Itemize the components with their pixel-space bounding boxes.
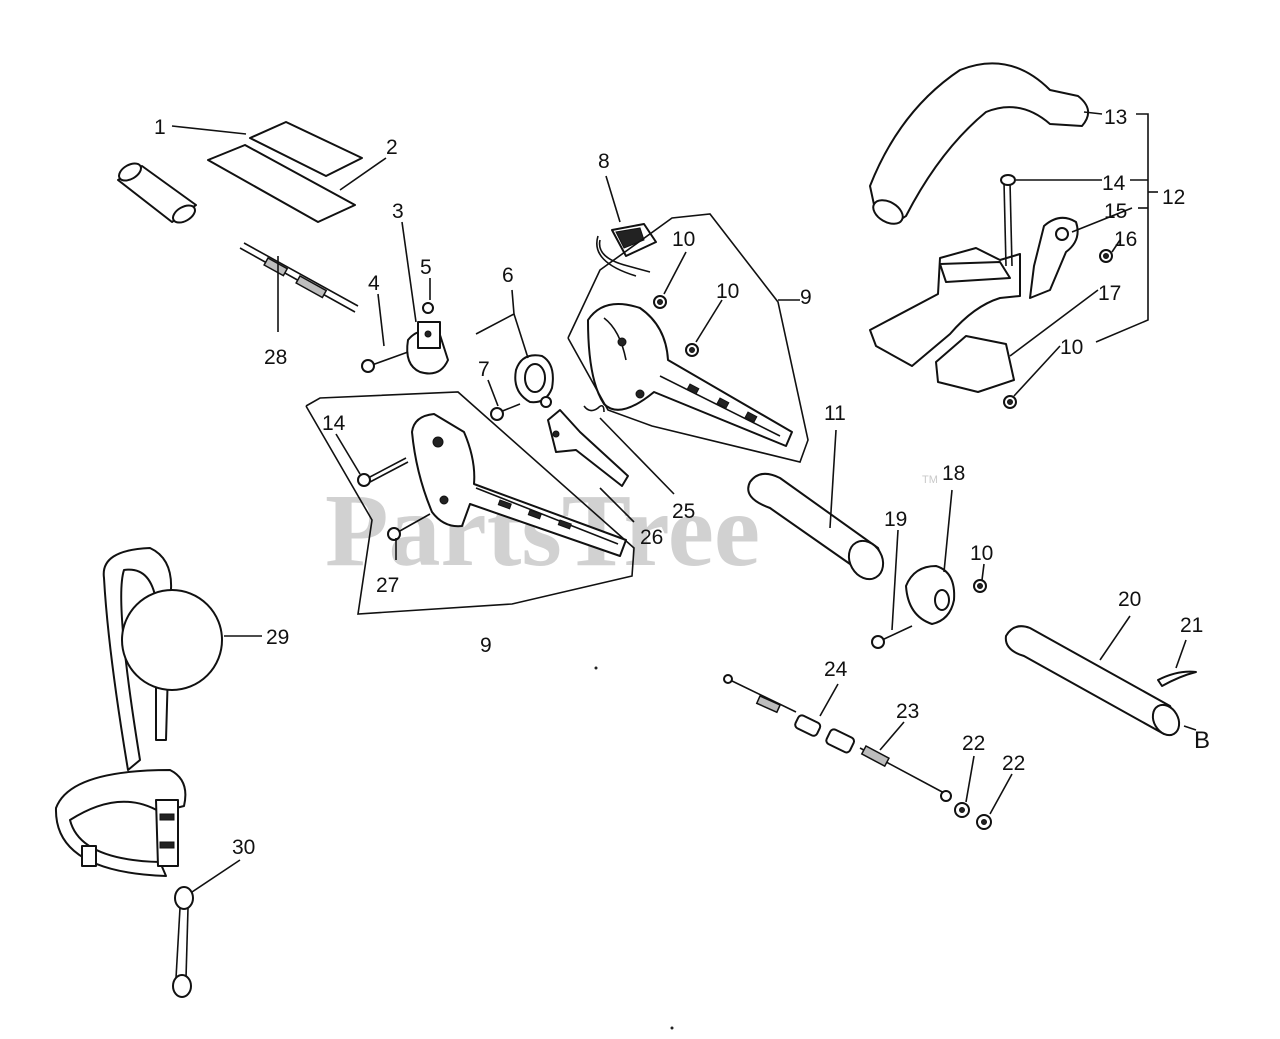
callout-2: 2	[386, 136, 398, 159]
callout-29: 29	[266, 626, 289, 649]
scan-dot	[594, 666, 598, 670]
part-nut-5[interactable]	[422, 302, 434, 314]
callout-B: B	[1194, 727, 1210, 754]
callout-13: 13	[1104, 106, 1127, 129]
callout-14-left: 14	[322, 412, 346, 435]
part-screw-7[interactable]	[490, 403, 521, 421]
callout-18: 18	[942, 462, 965, 485]
part-clip-21[interactable]	[1157, 670, 1197, 687]
part-handlebar-13[interactable]	[869, 62, 1089, 228]
callout-19: 19	[884, 508, 907, 531]
part-screw-19[interactable]	[871, 625, 913, 649]
callout-3: 3	[392, 200, 404, 223]
callout-4: 4	[368, 272, 380, 295]
leader-lines	[171, 111, 1197, 893]
callout-12: 12	[1162, 186, 1185, 209]
scan-dot	[670, 1026, 674, 1030]
part-decal-2[interactable]	[207, 144, 356, 223]
part-clamp-6[interactable]	[514, 354, 554, 408]
part-nut-22a[interactable]	[954, 802, 970, 818]
callout-10-c: 10	[970, 542, 993, 565]
callout-24: 24	[824, 658, 848, 681]
part-bolt-14-right[interactable]	[1000, 174, 1016, 267]
part-switch-8[interactable]	[596, 223, 657, 277]
callout-16: 16	[1114, 228, 1137, 251]
part-nut-22b[interactable]	[976, 814, 992, 830]
callout-21: 21	[1180, 614, 1203, 637]
callout-25: 25	[672, 500, 695, 523]
callout-20: 20	[1118, 588, 1141, 611]
callout-9-lower: 9	[480, 634, 492, 657]
watermark-trademark: TM	[922, 474, 938, 486]
part-rod-28[interactable]	[239, 242, 359, 313]
part-housing-9-upper[interactable]	[587, 303, 793, 447]
part-trigger-25[interactable]	[547, 409, 629, 487]
part-screw-27[interactable]	[387, 513, 431, 541]
callout-1: 1	[154, 116, 166, 139]
part-bracket-12[interactable]	[869, 216, 1079, 393]
part-tube-small[interactable]	[116, 160, 198, 226]
part-decal-1[interactable]	[249, 121, 363, 177]
callout-26: 26	[640, 526, 663, 549]
part-lanyard-30[interactable]	[172, 886, 194, 998]
part-clamp-3[interactable]	[406, 321, 449, 375]
callout-8: 8	[598, 150, 610, 173]
part-grip-11[interactable]	[747, 472, 890, 585]
part-strap-29[interactable]	[54, 547, 223, 877]
part-spring-26[interactable]	[583, 404, 605, 413]
part-nut-10b[interactable]	[685, 343, 699, 357]
callout-10-a: 10	[672, 228, 695, 251]
callout-11: 11	[824, 402, 846, 425]
callout-6: 6	[502, 264, 514, 287]
callout-30: 30	[232, 836, 255, 859]
callout-10-d: 10	[1060, 336, 1083, 359]
part-housing-9-lower[interactable]	[411, 413, 627, 557]
callout-22-b: 22	[1002, 752, 1025, 775]
part-screw-4[interactable]	[361, 351, 409, 373]
part-sleeve-24[interactable]	[794, 714, 856, 754]
part-nut-10a[interactable]	[653, 295, 667, 309]
callout-7: 7	[478, 358, 490, 381]
callout-23: 23	[896, 700, 919, 723]
part-tube-20[interactable]	[1004, 625, 1185, 740]
callout-labels: 1 2 3 4 5 6 7 8 9 9 10 10 10 10 11 12 13…	[154, 106, 1210, 859]
callout-10-b: 10	[716, 280, 739, 303]
callout-5: 5	[420, 256, 432, 279]
part-cable-23[interactable]	[723, 674, 952, 802]
part-nut-16[interactable]	[1099, 249, 1113, 263]
callout-22-a: 22	[962, 732, 985, 755]
part-nut-10c[interactable]	[973, 579, 987, 593]
part-nut-10d[interactable]	[1003, 395, 1017, 409]
callout-14-right: 14	[1102, 172, 1126, 195]
callout-27: 27	[376, 574, 399, 597]
callout-15: 15	[1104, 200, 1127, 223]
callout-9-upper: 9	[800, 286, 812, 309]
part-screw-14-left[interactable]	[357, 457, 409, 487]
callout-28: 28	[264, 346, 287, 369]
part-clamp-18[interactable]	[905, 565, 956, 625]
callout-17: 17	[1098, 282, 1121, 305]
